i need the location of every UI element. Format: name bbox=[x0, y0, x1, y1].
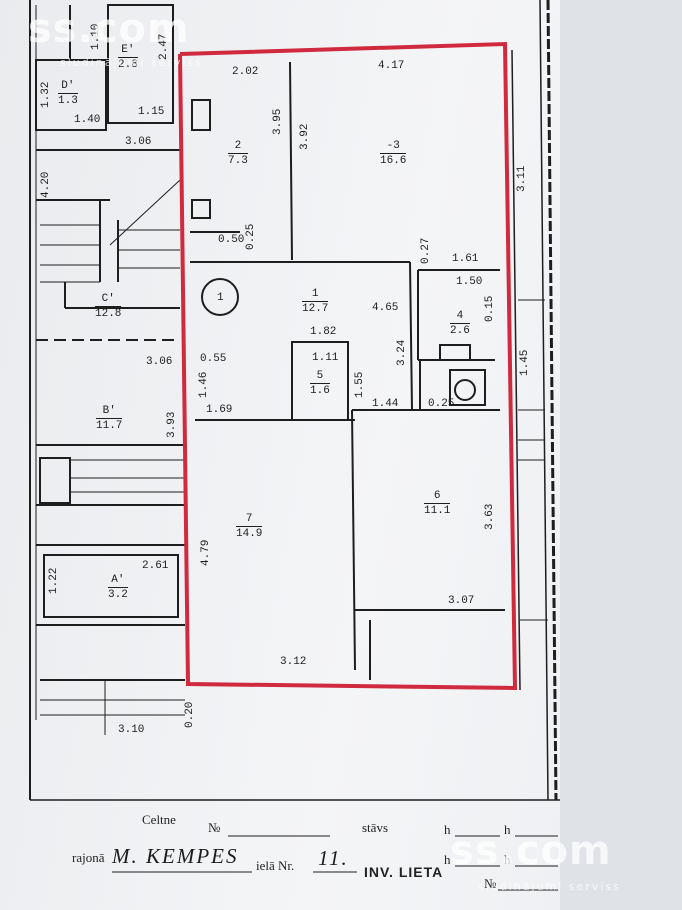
room-5-area: 1.6 bbox=[310, 383, 330, 397]
room-E1: E' 2.8 bbox=[118, 44, 138, 71]
dim-label: 0.15 bbox=[484, 295, 496, 322]
dim-label: 0.20 bbox=[184, 701, 196, 728]
dim-label: 1.50 bbox=[456, 276, 483, 288]
dim-label: 1.11 bbox=[312, 352, 339, 364]
room-C1-label: C' bbox=[101, 293, 115, 305]
room-3: -3 16.6 bbox=[380, 140, 407, 167]
stair-symbol: 1 bbox=[217, 292, 224, 304]
room-4-area: 2.6 bbox=[450, 323, 470, 337]
room-2-label: 2 bbox=[234, 140, 242, 152]
room-D1-label: D' bbox=[61, 80, 75, 92]
room-B1-area: 11.7 bbox=[96, 418, 123, 432]
room-E1-area: 2.8 bbox=[118, 57, 138, 71]
room-1: 1 12.7 bbox=[302, 288, 329, 315]
dim-label: 0.27 bbox=[420, 237, 432, 264]
dim-label: 3.12 bbox=[280, 656, 307, 668]
dim-label: 0.25 bbox=[245, 223, 257, 250]
form-h4: h bbox=[504, 852, 511, 867]
room-1-area: 12.7 bbox=[302, 301, 329, 315]
form-h2: h bbox=[504, 822, 511, 837]
form-celtne: Celtne bbox=[142, 812, 176, 827]
dim-label: 4.17 bbox=[378, 60, 405, 72]
dim-label: 1.69 bbox=[206, 404, 233, 416]
form-stavs: stāvs bbox=[362, 820, 388, 835]
dim-label: 1.22 bbox=[48, 567, 60, 594]
paper-shadow bbox=[560, 0, 682, 910]
form-lieta-no: № bbox=[484, 876, 497, 891]
room-C1: C' 12.8 bbox=[95, 293, 122, 320]
room-A1-area: 3.2 bbox=[108, 587, 128, 601]
room-4: 4 2.6 bbox=[450, 310, 470, 337]
room-D1-area: 1.3 bbox=[58, 93, 78, 107]
dim-label: 2.02 bbox=[232, 66, 259, 78]
dim-label: 1.15 bbox=[138, 106, 165, 118]
room-1-label: 1 bbox=[311, 288, 319, 300]
dim-label: 3.95 bbox=[272, 108, 284, 135]
form-house-no: 11. bbox=[318, 846, 349, 870]
form-rajona: rajonā bbox=[72, 850, 105, 865]
dim-label: 1.61 bbox=[452, 253, 479, 265]
dim-label: 1.32 bbox=[40, 81, 52, 108]
dim-label: 3.24 bbox=[396, 339, 408, 366]
dim-label: 3.63 bbox=[484, 503, 496, 530]
watermark-brand: ss.com bbox=[450, 828, 612, 874]
room-B1: B' 11.7 bbox=[96, 405, 123, 432]
dim-label: 1.44 bbox=[372, 398, 399, 410]
room-2: 2 7.3 bbox=[228, 140, 248, 167]
watermark-tagline: sludinājumi serviss bbox=[60, 56, 203, 69]
watermark-brand: ss.com bbox=[28, 6, 190, 52]
form-inv-lieta: INV. LIETA bbox=[364, 864, 444, 880]
dim-label: 3.92 bbox=[299, 123, 311, 150]
dim-label: 1.82 bbox=[310, 326, 337, 338]
dim-label: 0.55 bbox=[200, 353, 227, 365]
room-3-label: -3 bbox=[386, 140, 400, 152]
room-5-label: 5 bbox=[316, 370, 324, 382]
apartment-outline bbox=[178, 41, 518, 691]
dim-label: 4.20 bbox=[40, 171, 52, 198]
dim-label: 0.50 bbox=[218, 234, 245, 246]
dim-label: 1.45 bbox=[519, 349, 531, 376]
form-street: M. KEMPES bbox=[112, 844, 239, 868]
room-6-area: 11.1 bbox=[424, 503, 451, 517]
watermark-tagline: sludinājumi serviss bbox=[478, 880, 621, 893]
dim-label: 2.61 bbox=[142, 560, 169, 572]
dim-label: 0.25 bbox=[428, 398, 455, 410]
form-h3: h bbox=[444, 852, 451, 867]
room-5: 5 1.6 bbox=[310, 370, 330, 397]
dim-label: 4.65 bbox=[372, 302, 399, 314]
dim-label: 1.40 bbox=[74, 114, 101, 126]
dim-label: 3.10 bbox=[118, 724, 145, 736]
room-7-label: 7 bbox=[245, 513, 253, 525]
dim-label: 4.79 bbox=[200, 539, 212, 566]
room-7: 7 14.9 bbox=[236, 513, 263, 540]
room-3-area: 16.6 bbox=[380, 153, 407, 167]
form-h1: h bbox=[444, 822, 451, 837]
room-4-label: 4 bbox=[456, 310, 464, 322]
room-B1-label: B' bbox=[102, 405, 116, 417]
dim-label: 3.06 bbox=[146, 356, 173, 368]
dim-label: 3.11 bbox=[516, 165, 528, 192]
room-6: 6 11.1 bbox=[424, 490, 451, 517]
room-A1: A' 3.2 bbox=[108, 574, 128, 601]
room-A1-label: A' bbox=[111, 574, 125, 586]
dim-label: 3.06 bbox=[125, 136, 152, 148]
room-D1: D' 1.3 bbox=[58, 80, 78, 107]
form-iela-nr: ielā Nr. bbox=[256, 858, 295, 873]
dim-label: 1.55 bbox=[354, 371, 366, 398]
dim-label: 1.46 bbox=[198, 371, 210, 398]
dim-label: 3.07 bbox=[448, 595, 475, 607]
room-7-area: 14.9 bbox=[236, 526, 263, 540]
room-6-label: 6 bbox=[433, 490, 441, 502]
room-2-area: 7.3 bbox=[228, 153, 248, 167]
form-nr: № bbox=[208, 820, 221, 835]
wall-lines bbox=[29, 0, 560, 891]
room-E1-label: E' bbox=[121, 44, 135, 56]
dim-label: 3.93 bbox=[166, 411, 178, 438]
room-C1-area: 12.8 bbox=[95, 306, 122, 320]
